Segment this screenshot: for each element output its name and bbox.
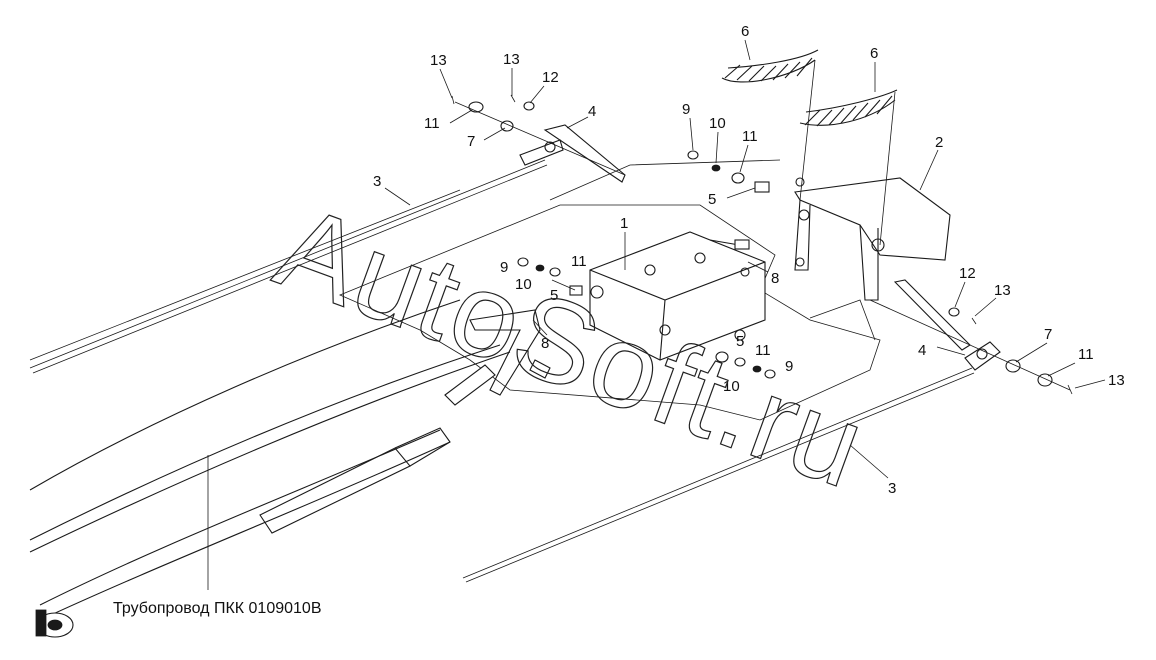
callout-9a: 9 <box>682 101 690 118</box>
callout-4b: 4 <box>918 342 926 359</box>
callout-6b: 6 <box>870 45 878 62</box>
callout-13a: 13 <box>430 52 447 69</box>
callout-6a: 6 <box>741 23 749 40</box>
callout-2: 2 <box>935 134 943 151</box>
pipeline-tubes <box>29 159 975 638</box>
callout-5a: 5 <box>708 191 716 208</box>
springs <box>721 49 898 246</box>
linkage-middle <box>444 150 776 406</box>
linkage-right <box>869 279 1073 395</box>
callout-13b: 13 <box>503 51 520 68</box>
callout-7a: 7 <box>467 133 475 150</box>
callout-labels: 13 13 12 11 7 4 3 6 6 9 10 11 2 5 1 9 10… <box>373 23 1125 497</box>
callout-5c: 5 <box>736 333 744 350</box>
callout-12a: 12 <box>542 69 559 86</box>
leader-lines <box>207 39 1106 590</box>
callout-10a: 10 <box>709 115 726 132</box>
callout-11e: 11 <box>755 342 771 359</box>
callout-8b: 8 <box>541 335 549 352</box>
callout-5b: 5 <box>550 287 558 304</box>
callout-7b: 7 <box>1044 326 1052 343</box>
callout-10b: 10 <box>515 276 532 293</box>
callout-4a: 4 <box>588 103 596 120</box>
central-housing <box>589 231 766 361</box>
callout-9b: 9 <box>500 259 508 276</box>
callout-10c: 10 <box>723 378 740 395</box>
callout-8a: 8 <box>771 270 779 287</box>
callout-9c: 9 <box>785 358 793 375</box>
callout-11b: 11 <box>742 128 758 145</box>
pipeline-caption: Трубопровод ПКК 0109010В <box>113 600 322 617</box>
callout-11a: 11 <box>424 115 440 132</box>
callout-1: 1 <box>620 215 628 232</box>
callout-3a: 3 <box>373 173 381 190</box>
mounting-plane <box>338 159 881 421</box>
callout-11c: 11 <box>571 253 587 270</box>
watermark-text: AutoSoft.ru <box>261 180 882 513</box>
right-bracket <box>794 177 951 301</box>
callout-11d: 11 <box>1078 346 1094 363</box>
linkage-left <box>451 94 626 183</box>
callout-13d: 13 <box>1108 372 1125 389</box>
callout-13c: 13 <box>994 282 1011 299</box>
callout-12b: 12 <box>959 265 976 282</box>
callout-3b: 3 <box>888 480 896 497</box>
